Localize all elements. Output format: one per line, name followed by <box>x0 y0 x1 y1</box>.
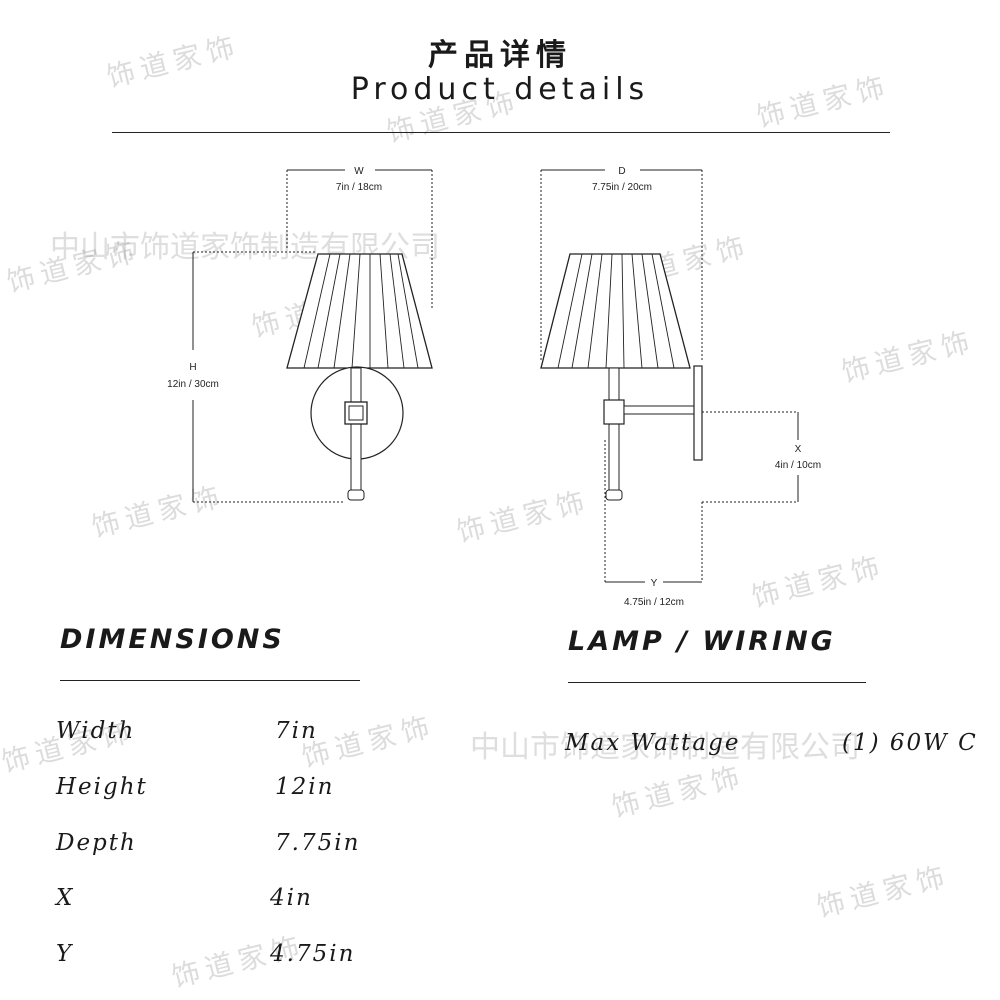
lamp-wiring-divider <box>568 682 866 683</box>
side-x-letter: X <box>795 444 802 455</box>
side-y-letter: Y <box>651 578 658 589</box>
watermark: 饰道家饰 <box>813 858 954 924</box>
page-title-en: Product details <box>350 72 650 107</box>
side-y-value: 4.75in / 12cm <box>624 597 684 608</box>
page-title-cn: 产品详情 <box>428 38 572 73</box>
spec-value-max-wattage: (1) 60W C <box>842 730 978 756</box>
dimensions-title: DIMENSIONS <box>60 624 285 655</box>
spec-value-height: 12in <box>275 774 335 800</box>
spec-value-width: 7in <box>275 718 318 744</box>
side-depth-value: 7.75in / 20cm <box>592 182 652 193</box>
spec-label-y: Y <box>56 941 74 967</box>
spec-value-depth: 7.75in <box>275 830 361 856</box>
front-width-value: 7in / 18cm <box>336 182 382 193</box>
spec-label-height: Height <box>56 774 148 800</box>
side-depth-letter: D <box>618 166 625 177</box>
side-x-value: 4in / 10cm <box>775 460 821 471</box>
watermark: 饰道家饰 <box>608 758 749 824</box>
spec-label-max-wattage: Max Wattage <box>565 730 741 756</box>
watermark: 饰道家饰 <box>298 708 439 774</box>
spec-label-width: Width <box>56 718 136 744</box>
dimension-drawing: W 7in / 18cm H 12in / 30cm D 7.75in / 20… <box>167 166 821 608</box>
front-height-letter: H <box>189 362 196 373</box>
lamp-wiring-title: LAMP / WIRING <box>568 626 836 657</box>
spec-value-y: 4.75in <box>270 941 356 967</box>
front-width-letter: W <box>354 166 364 177</box>
spec-label-depth: Depth <box>56 830 137 856</box>
spec-value-x: 4in <box>270 885 313 911</box>
front-height-value: 12in / 30cm <box>167 379 219 390</box>
dimensions-divider <box>60 680 360 681</box>
header-divider <box>112 132 890 133</box>
spec-label-x: X <box>56 885 75 911</box>
